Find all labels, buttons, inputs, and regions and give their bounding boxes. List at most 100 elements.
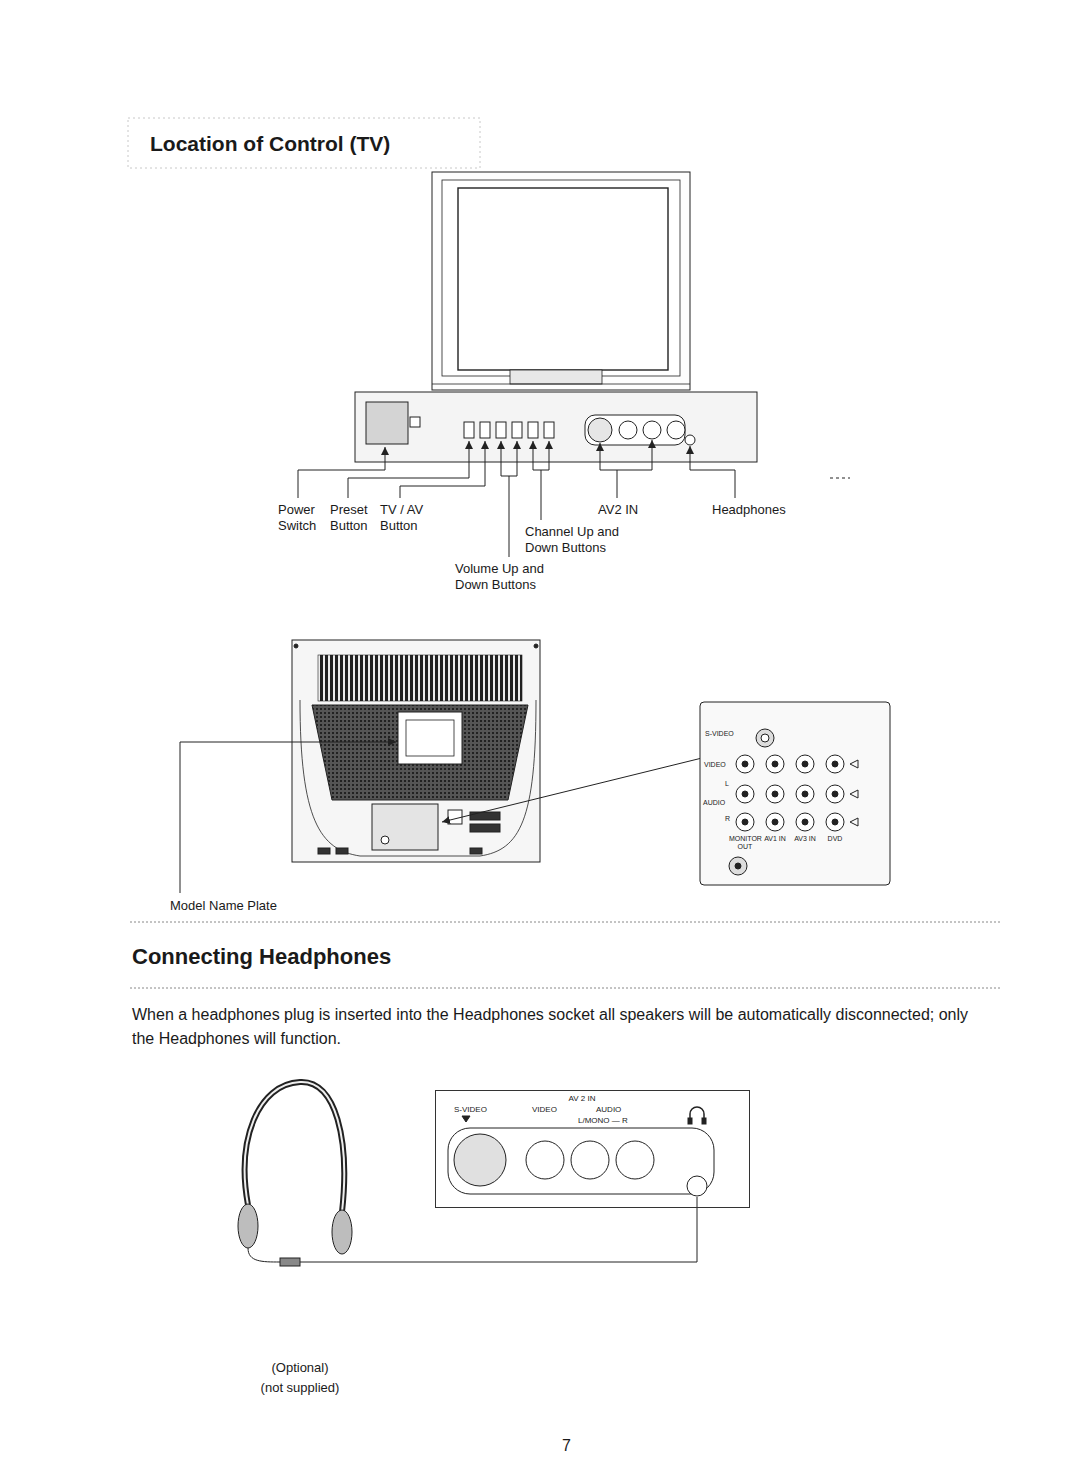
av2-panel-jacks-part	[616, 1141, 654, 1179]
tv-control-base-part	[585, 415, 685, 445]
tv-control-base-part	[528, 422, 538, 438]
tv-control-base-part	[366, 402, 408, 444]
tv-control-base-part	[643, 421, 661, 439]
rear-terminal-panel-part	[850, 818, 858, 826]
note-text: (not supplied)	[261, 1380, 340, 1396]
leader-lines-part	[541, 441, 549, 470]
rear-terminal-panel-part	[742, 819, 748, 825]
section-heading: Location of Control (TV)	[150, 131, 390, 156]
av2-panel-jacks-part	[462, 1116, 470, 1122]
leader-lines-part	[830, 478, 850, 479]
terminal-label: DVD	[828, 835, 843, 843]
title-frame-part	[128, 118, 480, 168]
rear-terminal-panel-part	[826, 813, 844, 831]
part-label: Headphones	[712, 502, 786, 518]
rear-terminal-panel-part	[826, 755, 844, 773]
rear-terminal-panel-part	[736, 813, 754, 831]
av2-input-panel: AV 2 INS-VIDEOVIDEOAUDIOL/MONO — R	[435, 1090, 750, 1208]
headphones-part	[280, 1258, 300, 1266]
tv-rear-part	[294, 644, 298, 648]
terminal-label: AUDIO	[596, 1105, 621, 1114]
av2-panel-jacks-part	[571, 1141, 609, 1179]
av2-panel-jacks-part	[687, 1176, 707, 1196]
tv-rear-part	[470, 848, 482, 854]
terminal-label: AV1 IN	[764, 835, 786, 843]
section-rules	[130, 922, 1000, 988]
rear-terminal-panel-part	[796, 755, 814, 773]
title-frame	[128, 118, 480, 168]
leader-lines-part	[400, 441, 485, 498]
rear-terminal-panel-part	[772, 819, 778, 825]
tv-rear-part	[336, 848, 348, 854]
terminal-label: VIDEO	[704, 761, 726, 769]
tv-rear-part	[318, 848, 330, 854]
leader-lines-part	[533, 441, 541, 470]
leader-lines-part	[509, 441, 517, 476]
terminal-label: L/MONO — R	[578, 1116, 628, 1125]
headphones-part	[332, 1210, 352, 1254]
tv-control-base-part	[464, 422, 474, 438]
leader-lines-part	[600, 443, 617, 470]
rear-terminal-panel-part	[832, 761, 838, 767]
tv-front-part	[432, 384, 690, 385]
rear-terminal-panel-part	[756, 729, 774, 747]
rear-terminal-panel-part	[761, 734, 769, 742]
headphones-part	[238, 1204, 258, 1248]
tv-rear-part	[180, 742, 396, 893]
part-label: Power Switch	[278, 502, 326, 533]
tv-front-part	[442, 180, 680, 376]
tv-rear-part	[448, 810, 462, 824]
av2-panel-jacks-part	[526, 1141, 564, 1179]
rear-terminal-panel-part	[802, 819, 808, 825]
rear-terminal-panel-part	[850, 790, 858, 798]
tv-control-base-part	[410, 417, 420, 427]
leader-lines-part	[617, 440, 652, 470]
av2-panel-jacks-part	[702, 1118, 706, 1124]
tv-rear-part	[292, 640, 540, 862]
tv-rear-part	[312, 705, 528, 800]
terminal-panel: S-VIDEOVIDEOLAUDIORMONITOR OUTAV1 INAV3 …	[700, 702, 890, 885]
headphones-part	[245, 1082, 344, 1212]
tv-rear-part	[406, 720, 454, 756]
rear-terminal-panel-part	[742, 791, 748, 797]
leader-lines	[298, 440, 850, 557]
rear-terminal-panel-part	[735, 863, 741, 869]
rear-terminal-panel-part	[772, 791, 778, 797]
tv-control-base-part	[619, 421, 637, 439]
part-label: Preset Button	[330, 502, 378, 533]
rear-terminal-panel-part	[736, 755, 754, 773]
rear-terminal-panel-part	[826, 785, 844, 803]
part-label: TV / AV Button	[380, 502, 432, 533]
tv-control-base-part	[685, 435, 695, 445]
rear-terminal-panel-part	[766, 785, 784, 803]
tv-rear-part	[372, 804, 438, 850]
terminal-label: MONITOR OUT	[729, 835, 761, 851]
av2-panel-jacks-part	[454, 1134, 506, 1186]
tv-rear-part	[318, 655, 522, 701]
tv-rear	[180, 640, 702, 893]
rear-terminal-panel-part	[729, 857, 747, 875]
rear-terminal-panel-part	[700, 702, 890, 885]
rear-terminal-panel-part	[766, 755, 784, 773]
tv-front-part	[510, 370, 602, 384]
leader-lines-part	[509, 476, 510, 557]
rear-terminal-panel	[700, 702, 890, 885]
part-label: Channel Up and Down Buttons	[525, 524, 650, 555]
page-number: 7	[562, 1436, 571, 1455]
headphones-part	[248, 1248, 280, 1262]
tv-rear-part	[381, 836, 389, 844]
tv-rear-part	[300, 700, 536, 856]
headphones-part	[300, 1197, 697, 1262]
rear-terminal-panel-part	[766, 813, 784, 831]
section-rules-part	[130, 988, 1000, 989]
body-text: When a headphones plug is inserted into …	[132, 1003, 972, 1051]
terminal-label: S-VIDEO	[705, 730, 734, 738]
leader-lines-part	[541, 470, 542, 520]
leader-lines-part	[348, 441, 469, 498]
rear-terminal-panel-part	[832, 819, 838, 825]
tv-control-base-part	[496, 422, 506, 438]
headphones-part	[245, 1082, 344, 1212]
terminal-label: AUDIO	[703, 799, 725, 807]
